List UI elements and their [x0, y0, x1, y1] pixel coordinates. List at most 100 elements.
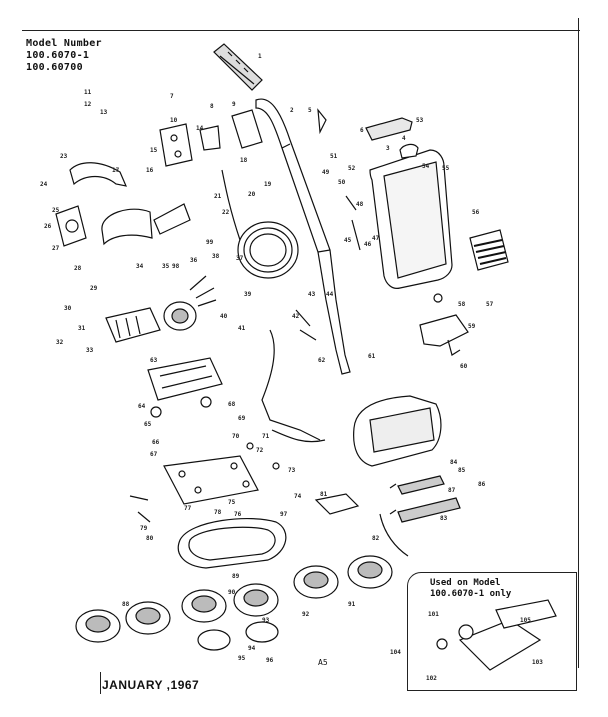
- diagram-date: JANUARY ,1967: [102, 678, 200, 692]
- part-number-label: 74: [294, 493, 302, 500]
- part-number-label: 88: [122, 601, 130, 608]
- part-number-label: 25: [52, 207, 60, 214]
- part-number-label: 34: [136, 263, 144, 270]
- part-number-label: 24: [40, 181, 48, 188]
- part-number-label: 63: [150, 357, 158, 364]
- part-number-label: 84: [450, 459, 458, 466]
- part-number-label: 81: [320, 491, 328, 498]
- part-number-label: 1: [258, 53, 262, 60]
- wheel-brushes: [75, 555, 393, 651]
- part-number-label: 20: [248, 191, 256, 198]
- part-number-label: 29: [90, 285, 98, 292]
- part-number-label: 55: [442, 165, 450, 172]
- part-number-label: 95: [238, 655, 246, 662]
- part-number-label: 46: [364, 241, 372, 248]
- part-number-label: 68: [228, 401, 236, 408]
- part-number-label: 13: [100, 109, 108, 116]
- bumper-bracket: [69, 162, 128, 187]
- part-number-label: 22: [222, 209, 230, 216]
- part-number-label: 83: [440, 515, 448, 522]
- brush-strips: [389, 475, 461, 523]
- part-number-label: 7: [170, 93, 174, 100]
- part-number-label: 42: [292, 313, 300, 320]
- model-number-2: 100.60700: [26, 62, 83, 73]
- handle-grip: [213, 43, 263, 91]
- part-number-label: 73: [288, 467, 296, 474]
- part-number-label: 30: [64, 305, 72, 312]
- part-number-label: 58: [458, 301, 466, 308]
- part-number-label: 15: [150, 147, 158, 154]
- part-number-label: 91: [348, 601, 356, 608]
- inset-bracket: [436, 599, 557, 671]
- part-number-label: 5: [308, 107, 312, 114]
- power-cord: [221, 169, 326, 443]
- part-number-label: 8: [210, 103, 214, 110]
- part-number-label: 96: [266, 657, 274, 664]
- part-number-label: 41: [238, 325, 246, 332]
- part-number-label: 9: [232, 101, 236, 108]
- fan-housing: [55, 203, 191, 247]
- part-number-label: 2: [290, 107, 294, 114]
- part-number-label: 16: [146, 167, 154, 174]
- inset-caption-line1: Used on Model: [430, 578, 501, 588]
- part-number-label: 19: [264, 181, 272, 188]
- part-number-label: 93: [262, 617, 270, 624]
- part-number-label: 17: [112, 167, 120, 174]
- motor-assembly: [105, 275, 217, 343]
- part-number-label: 12: [84, 101, 92, 108]
- part-number-label: 78: [214, 509, 222, 516]
- part-number-label: 37: [236, 255, 244, 262]
- part-number-label: 21: [214, 193, 222, 200]
- part-number-label: 31: [78, 325, 86, 332]
- part-number-label: 76: [234, 511, 242, 518]
- frame-right-rule: [578, 18, 579, 668]
- inset-part-number-label: 102: [426, 675, 437, 682]
- part-number-label: 57: [486, 301, 494, 308]
- model-number-1: 100.6070-1: [26, 50, 90, 61]
- part-number-label: 59: [468, 323, 476, 330]
- inset-detail-box: [407, 572, 577, 691]
- part-number-label: 66: [152, 439, 160, 446]
- model-number-block: Model Number 100.6070-1 100.60700: [26, 38, 102, 74]
- inset-part-number-label: 103: [532, 659, 543, 666]
- part-number-label: 18: [240, 157, 248, 164]
- part-number-label: 85: [458, 467, 466, 474]
- part-number-label: 35: [162, 263, 170, 270]
- date-rule: [100, 672, 101, 694]
- part-number-label: 56: [472, 209, 480, 216]
- part-number-label: 64: [138, 403, 146, 410]
- part-number-label: 62: [318, 357, 326, 364]
- part-number-label: 94: [248, 645, 256, 652]
- part-number-label: 60: [460, 363, 468, 370]
- part-number-label: 69: [238, 415, 246, 422]
- part-number-label: 38: [212, 253, 220, 260]
- part-number-label: 4: [402, 135, 406, 142]
- part-number-label: 82: [372, 535, 380, 542]
- part-number-label: 77: [184, 505, 192, 512]
- part-number-label: 53: [416, 117, 424, 124]
- frame-top-rule: [22, 30, 580, 31]
- part-number-label: 23: [60, 153, 68, 160]
- part-number-label: 43: [308, 291, 316, 298]
- hood-cover: [353, 395, 442, 467]
- part-number-label: 65: [144, 421, 152, 428]
- part-number-label: 75: [228, 499, 236, 506]
- base-plate: [163, 455, 259, 505]
- part-number-label: 97: [280, 511, 288, 518]
- part-number-label: 87: [448, 487, 456, 494]
- part-number-label: 72: [256, 447, 264, 454]
- inset-part-number-label: 101: [428, 611, 439, 618]
- bag-coupling: [419, 293, 469, 356]
- part-number-label: 49: [322, 169, 330, 176]
- part-number-label: 6: [360, 127, 364, 134]
- part-number-label: 99: [206, 239, 214, 246]
- part-number-label: 26: [44, 223, 52, 230]
- part-number-label: 61: [368, 353, 376, 360]
- inset-part-number-label: 105: [520, 617, 531, 624]
- part-number-label: 51: [330, 153, 338, 160]
- part-number-label: 70: [232, 433, 240, 440]
- part-number-label: 86: [478, 481, 486, 488]
